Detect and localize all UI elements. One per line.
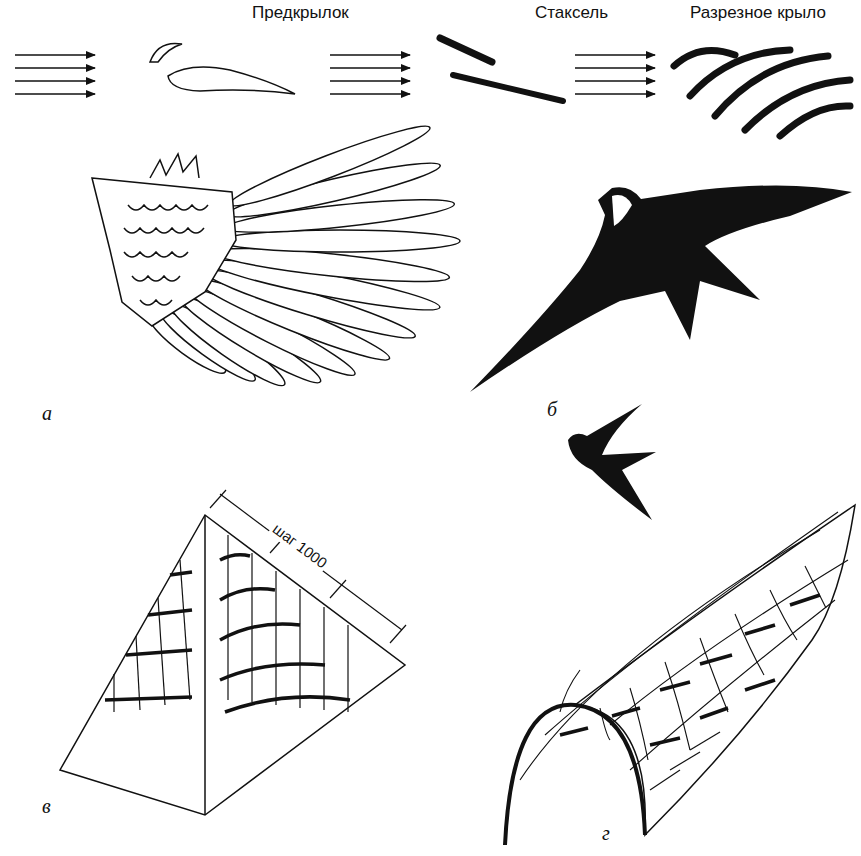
part-name: Разрезное крыло	[688, 4, 828, 23]
dimension-label: шаг 1000	[268, 519, 332, 573]
pyramid	[60, 490, 406, 815]
part-name: Стаксель	[533, 4, 610, 23]
swallow-silhouette	[470, 185, 852, 520]
panel-letter: в	[40, 795, 53, 817]
slat-airfoil	[150, 43, 295, 94]
bird-wing	[92, 117, 460, 393]
part-name: Предкрылок	[250, 4, 351, 23]
slotted-wing	[674, 50, 850, 136]
flow-arrows	[15, 55, 655, 94]
panel-letter: б	[545, 398, 559, 420]
staysail	[440, 38, 563, 101]
panel-letter: г	[600, 822, 612, 844]
vault-shell	[505, 505, 855, 845]
panel-letter: а	[40, 402, 54, 424]
